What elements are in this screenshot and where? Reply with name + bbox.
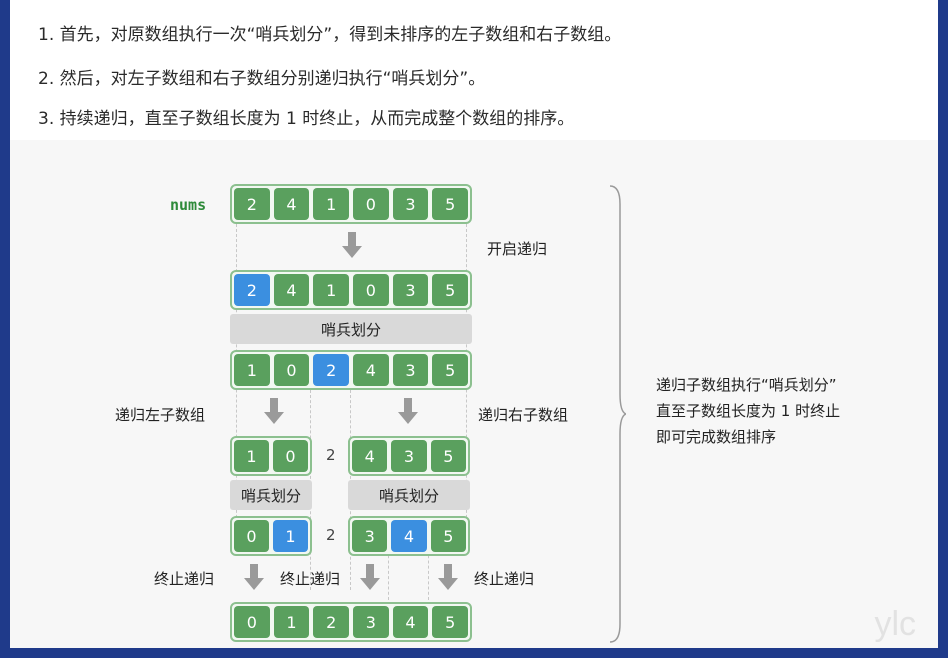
recurse-left-label: 递归左子数组 [115, 406, 206, 424]
array-cell: 2 [234, 188, 270, 220]
array-cell: 1 [234, 354, 270, 386]
stop-recursion-label: 终止递归 [474, 570, 535, 588]
down-arrow-icon [342, 232, 362, 258]
partition-band-right: 哨兵划分 [348, 480, 470, 510]
array-cell: 0 [273, 440, 308, 472]
stop-recursion-label: 终止递归 [154, 570, 215, 588]
array-cell: 5 [430, 440, 466, 472]
step-2: 2. 然后，对左子数组和右子数组分别递归执行“哨兵划分”。 [38, 69, 486, 89]
down-arrow-icon [398, 398, 418, 424]
array-cell: 2 [313, 354, 350, 386]
guide-line [428, 550, 429, 600]
array-cell: 1 [273, 606, 310, 638]
array-cell: 2 [313, 606, 350, 638]
array-cell: 4 [273, 188, 310, 220]
content-frame: 1. 首先，对原数组执行一次“哨兵划分”，得到未排序的左子数组和右子数组。 2.… [10, 0, 938, 648]
step-3: 3. 持续递归，直至子数组长度为 1 时终止，从而完成整个数组的排序。 [38, 109, 575, 129]
array-cell: 1 [313, 274, 350, 306]
array-cell: 3 [392, 354, 429, 386]
start-recursion-label: 开启递归 [487, 240, 548, 258]
down-arrow-icon [264, 398, 284, 424]
guide-line [388, 550, 389, 600]
array-cell: 4 [391, 520, 427, 552]
note-line-3: 即可完成数组排序 [656, 428, 777, 446]
recurse-right-label: 递归右子数组 [478, 406, 569, 424]
array-cell: 0 [273, 354, 310, 386]
array-cell: 3 [392, 274, 429, 306]
array-cell: 1 [234, 440, 269, 472]
stop-recursion-label: 终止递归 [280, 570, 341, 588]
array-cell: 5 [432, 188, 469, 220]
array-cell: 4 [392, 606, 429, 638]
watermark-logo: ylc [874, 605, 916, 643]
array-cell: 5 [432, 354, 469, 386]
array-cell: 3 [392, 188, 429, 220]
array-cell: 0 [353, 274, 389, 306]
down-arrow-icon [360, 564, 380, 590]
array-cell: 4 [353, 354, 389, 386]
array-cell: 2 [234, 274, 270, 306]
partition-band: 哨兵划分 [230, 314, 472, 344]
partition-band-left: 哨兵划分 [230, 480, 312, 510]
array-cell: 1 [273, 520, 308, 552]
down-arrow-icon [244, 564, 264, 590]
array-cell: 3 [353, 606, 389, 638]
array-cell: 0 [234, 520, 269, 552]
array-cell: 3 [352, 520, 388, 552]
array-cell: 5 [430, 520, 466, 552]
nums-label: nums [170, 196, 207, 214]
note-line-1: 递归子数组执行“哨兵划分” [656, 376, 837, 394]
note-line-2: 直至子数组长度为 1 时终止 [656, 402, 841, 420]
array-cell: 1 [313, 188, 350, 220]
pivot-value: 2 [326, 446, 336, 464]
array-cell: 3 [391, 440, 427, 472]
step-1: 1. 首先，对原数组执行一次“哨兵划分”，得到未排序的左子数组和右子数组。 [38, 25, 622, 45]
array-cell: 5 [432, 274, 469, 306]
down-arrow-icon [438, 564, 458, 590]
array-cell: 4 [352, 440, 388, 472]
array-cell: 0 [353, 188, 389, 220]
array-cell: 0 [234, 606, 270, 638]
array-cell: 5 [432, 606, 469, 638]
array-cell: 4 [273, 274, 310, 306]
curly-brace-icon [609, 185, 626, 643]
pivot-value: 2 [326, 526, 336, 544]
